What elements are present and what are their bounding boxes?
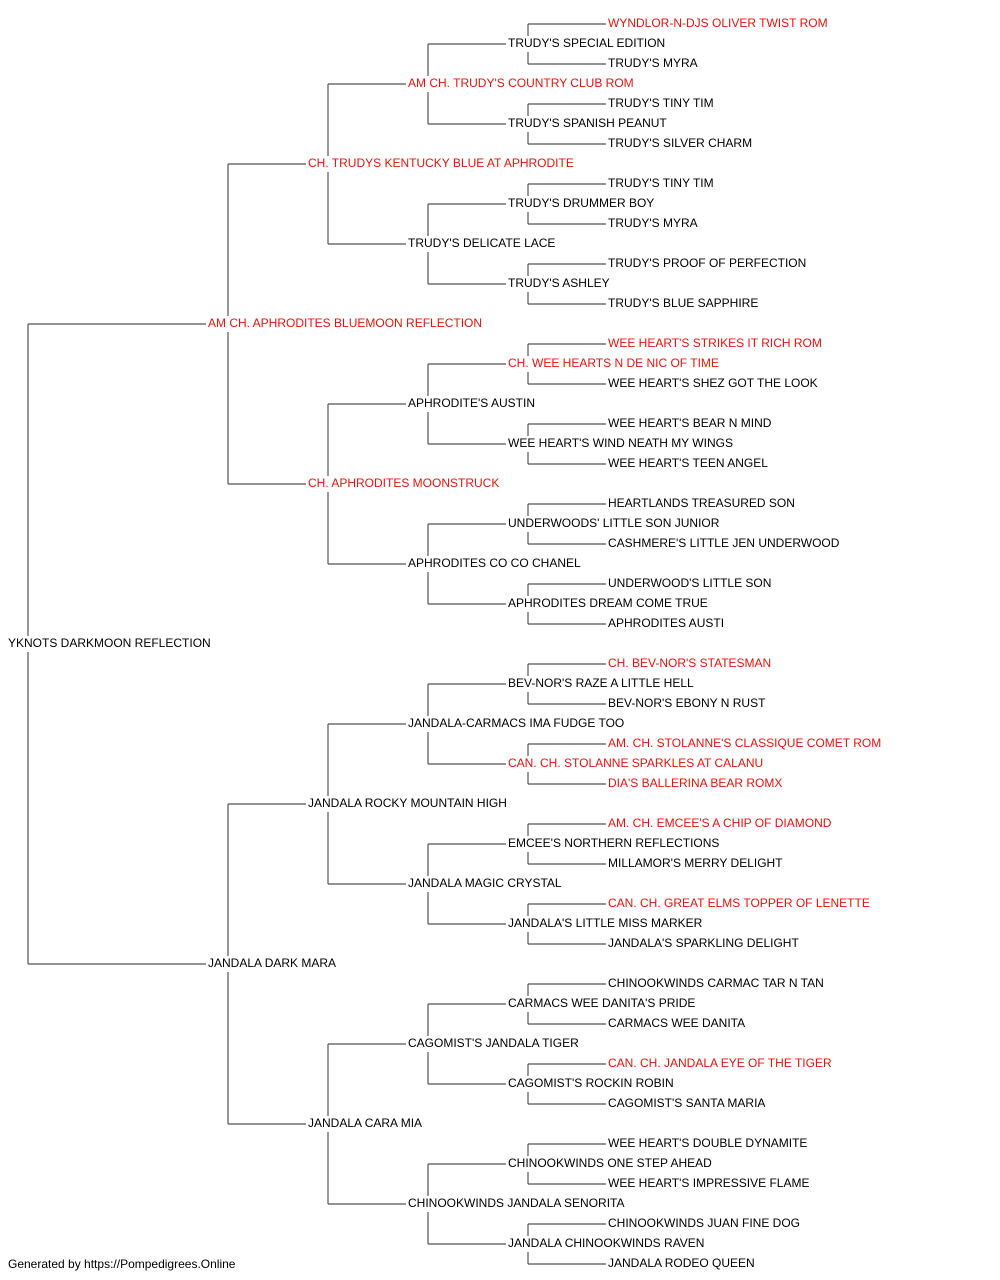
dog-name-ddsds: CAN. CH. JANDALA EYE OF THE TIGER	[608, 1056, 832, 1070]
dog-name-sssds: TRUDY'S TINY TIM	[608, 96, 714, 110]
dog-name-sssd: TRUDY'S SPANISH PEANUT	[508, 116, 667, 130]
dog-name-sdsss: WEE HEART'S STRIKES IT RICH ROM	[608, 336, 822, 350]
dog-name-dsss: BEV-NOR'S RAZE A LITTLE HELL	[508, 676, 694, 690]
dog-name-subject: YKNOTS DARKMOON REFLECTION	[8, 636, 211, 650]
dog-name-ssssd: TRUDY'S MYRA	[608, 56, 698, 70]
dog-name-dds: CAGOMIST'S JANDALA TIGER	[408, 1036, 579, 1050]
dog-name-dsssd: BEV-NOR'S EBONY N RUST	[608, 696, 766, 710]
dog-name-ssddd: TRUDY'S BLUE SAPPHIRE	[608, 296, 758, 310]
dog-name-sds: APHRODITE'S AUSTIN	[408, 396, 535, 410]
dog-name-ddsdd: CAGOMIST'S SANTA MARIA	[608, 1096, 765, 1110]
dog-name-dddsd: WEE HEART'S IMPRESSIVE FLAME	[608, 1176, 809, 1190]
dog-name-sdss: CH. WEE HEARTS N DE NIC OF TIME	[508, 356, 719, 370]
dog-name-sssss: WYNDLOR-N-DJS OLIVER TWIST ROM	[608, 16, 828, 30]
dog-name-sdsdd: WEE HEART'S TEEN ANGEL	[608, 456, 768, 470]
dog-name-dssds: AM. CH. STOLANNE'S CLASSIQUE COMET ROM	[608, 736, 881, 750]
dog-name-sssdd: TRUDY'S SILVER CHARM	[608, 136, 752, 150]
dog-name-sdddd: APHRODITES AUSTI	[608, 616, 724, 630]
dog-name-ssds: TRUDY'S DRUMMER BOY	[508, 196, 654, 210]
dog-name-dsdss: AM. CH. EMCEE'S A CHIP OF DIAMOND	[608, 816, 832, 830]
dog-name-ssdds: TRUDY'S PROOF OF PERFECTION	[608, 256, 806, 270]
dog-name-dddss: WEE HEART'S DOUBLE DYNAMITE	[608, 1136, 807, 1150]
dog-name-sdd: APHRODITES CO CO CHANEL	[408, 556, 581, 570]
dog-name-sddd: APHRODITES DREAM COME TRUE	[508, 596, 708, 610]
dog-name-sddds: UNDERWOOD'S LITTLE SON	[608, 576, 771, 590]
dog-name-sdds: UNDERWOODS' LITTLE SON JUNIOR	[508, 516, 720, 530]
dog-name-ds: JANDALA ROCKY MOUNTAIN HIGH	[308, 796, 507, 810]
dog-name-dssdd: DIA'S BALLERINA BEAR ROMX	[608, 776, 782, 790]
dog-name-dsds: EMCEE'S NORTHERN REFLECTIONS	[508, 836, 719, 850]
dog-name-dsdsd: MILLAMOR'S MERRY DELIGHT	[608, 856, 783, 870]
dog-name-s: AM CH. APHRODITES BLUEMOON REFLECTION	[208, 316, 482, 330]
dog-name-d: JANDALA DARK MARA	[208, 956, 336, 970]
dog-name-sdsds: WEE HEART'S BEAR N MIND	[608, 416, 772, 430]
dog-name-sd: CH. APHRODITES MOONSTRUCK	[308, 476, 499, 490]
dog-name-dsd: JANDALA MAGIC CRYSTAL	[408, 876, 562, 890]
dog-name-ssss: TRUDY'S SPECIAL EDITION	[508, 36, 665, 50]
dog-name-ddss: CARMACS WEE DANITA'S PRIDE	[508, 996, 695, 1010]
dog-name-ss: CH. TRUDYS KENTUCKY BLUE AT APHRODITE	[308, 156, 574, 170]
dog-name-ddddd: JANDALA RODEO QUEEN	[608, 1256, 755, 1270]
dog-name-ssd: TRUDY'S DELICATE LACE	[408, 236, 555, 250]
dog-name-dd: JANDALA CARA MIA	[308, 1116, 422, 1130]
dog-name-ddssd: CARMACS WEE DANITA	[608, 1016, 745, 1030]
dog-name-ssdd: TRUDY'S ASHLEY	[508, 276, 610, 290]
dog-name-dsdds: CAN. CH. GREAT ELMS TOPPER OF LENETTE	[608, 896, 870, 910]
dog-name-dssss: CH. BEV-NOR'S STATESMAN	[608, 656, 771, 670]
dog-name-ddsd: CAGOMIST'S ROCKIN ROBIN	[508, 1076, 674, 1090]
dog-name-dss: JANDALA-CARMACS IMA FUDGE TOO	[408, 716, 624, 730]
dog-name-ddd: CHINOOKWINDS JANDALA SENORITA	[408, 1196, 624, 1210]
dog-name-ddds: CHINOOKWINDS ONE STEP AHEAD	[508, 1156, 712, 1170]
dog-name-dsddd: JANDALA'S SPARKLING DELIGHT	[608, 936, 799, 950]
dog-name-dsdd: JANDALA'S LITTLE MISS MARKER	[508, 916, 703, 930]
dog-name-sddsd: CASHMERE'S LITTLE JEN UNDERWOOD	[608, 536, 840, 550]
dog-name-dddds: CHINOOKWINDS JUAN FINE DOG	[608, 1216, 800, 1230]
dog-name-sdssd: WEE HEART'S SHEZ GOT THE LOOK	[608, 376, 818, 390]
dog-name-dssd: CAN. CH. STOLANNE SPARKLES AT CALANU	[508, 756, 763, 770]
dog-name-sss: AM CH. TRUDY'S COUNTRY CLUB ROM	[408, 76, 634, 90]
dog-name-dddd: JANDALA CHINOOKWINDS RAVEN	[508, 1236, 704, 1250]
footer-credit: Generated by https://Pompedigrees.Online	[8, 1257, 236, 1271]
dog-name-ssdss: TRUDY'S TINY TIM	[608, 176, 714, 190]
dog-name-ddsss: CHINOOKWINDS CARMAC TAR N TAN	[608, 976, 824, 990]
dog-name-ssdsd: TRUDY'S MYRA	[608, 216, 698, 230]
dog-name-sdsd: WEE HEART'S WIND NEATH MY WINGS	[508, 436, 733, 450]
dog-name-sddss: HEARTLANDS TREASURED SON	[608, 496, 795, 510]
